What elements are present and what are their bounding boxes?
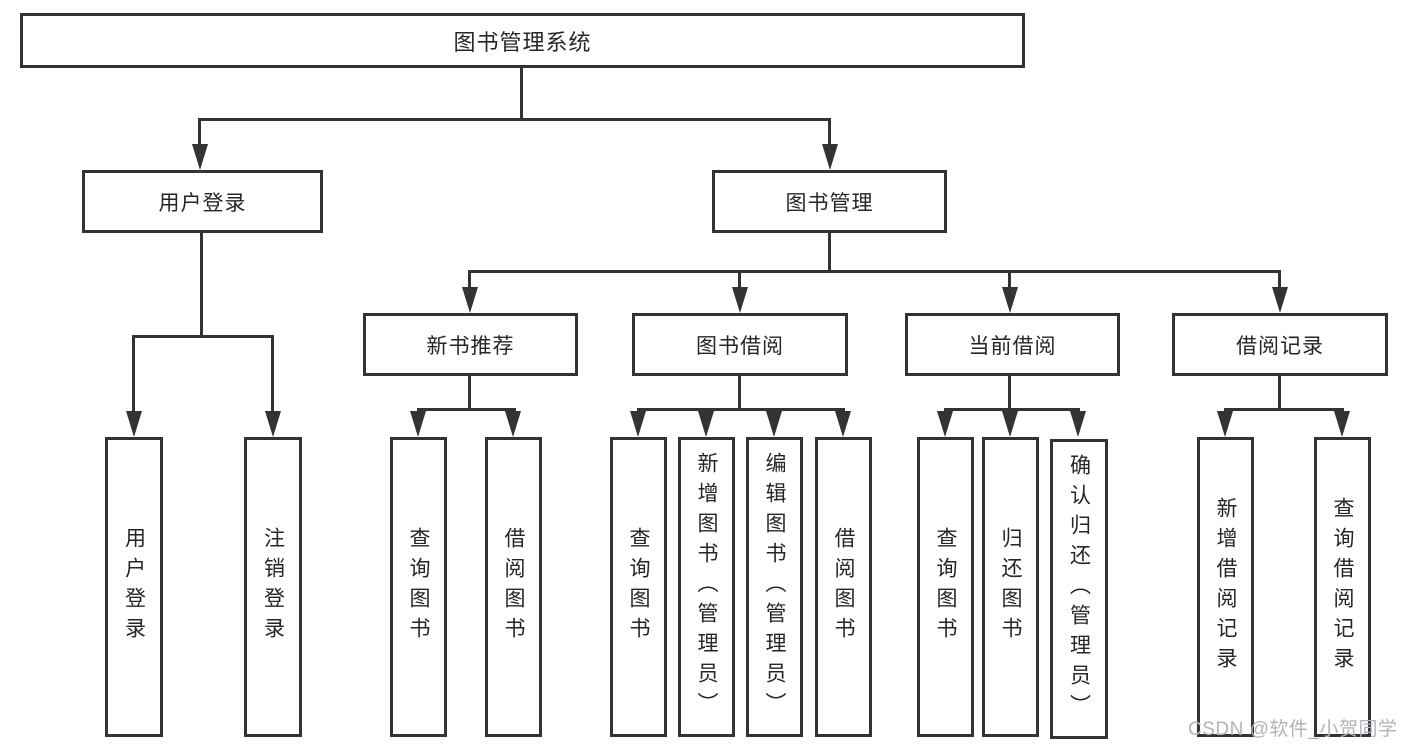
connector-line	[944, 408, 1080, 411]
leaf-cb-confirm-return: 确认归还（管理员）	[1050, 439, 1108, 739]
leaf-nb-query-books: 查询图书	[390, 437, 447, 737]
connector-line	[738, 270, 741, 289]
connector-line	[1278, 376, 1281, 411]
node-current-borrow-label: 当前借阅	[968, 334, 1057, 358]
leaf-nb-borrow-books-label: 借阅图书	[502, 527, 525, 647]
connector-line	[1224, 408, 1344, 411]
connector-line	[132, 335, 135, 413]
leaf-bb-add-books-label: 新增图书（管理员）	[695, 452, 718, 722]
connector-line	[468, 270, 1281, 273]
arrow-down-icon	[1070, 411, 1086, 437]
leaf-br-add-record: 新增借阅记录	[1197, 437, 1254, 737]
node-book-borrow: 图书借阅	[632, 313, 848, 376]
connector-line	[637, 408, 845, 411]
arrow-down-icon	[822, 144, 838, 170]
connector-line	[520, 68, 523, 118]
arrow-down-icon	[630, 411, 646, 437]
leaf-bb-query-books-label: 查询图书	[627, 527, 650, 647]
node-borrow-records: 借阅记录	[1172, 313, 1388, 376]
arrow-down-icon	[192, 144, 208, 170]
leaf-bb-query-books: 查询图书	[610, 437, 667, 737]
connector-line	[828, 233, 831, 270]
arrow-down-icon	[766, 411, 782, 437]
connector-line	[1008, 270, 1011, 289]
node-borrow-records-label: 借阅记录	[1236, 334, 1324, 358]
arrow-down-icon	[1002, 287, 1018, 313]
arrow-down-icon	[126, 411, 142, 437]
node-root: 图书管理系统	[20, 13, 1025, 68]
leaf-user-login: 用户登录	[105, 437, 163, 737]
leaf-logout-label: 注销登录	[261, 527, 285, 647]
connector-line	[200, 233, 203, 335]
arrow-down-icon	[505, 411, 521, 437]
node-book-management: 图书管理	[712, 170, 947, 233]
node-user-login: 用户登录	[82, 170, 323, 233]
leaf-bb-edit-books: 编辑图书（管理员）	[746, 437, 803, 737]
node-new-book-recommend-label: 新书推荐	[426, 334, 515, 358]
node-user-login-label: 用户登录	[158, 191, 247, 215]
arrow-down-icon	[1334, 411, 1350, 437]
connector-line	[468, 376, 471, 411]
arrow-down-icon	[265, 411, 281, 437]
arrow-down-icon	[1217, 411, 1233, 437]
connector-line	[1278, 270, 1281, 289]
connector-line	[132, 335, 274, 338]
leaf-bb-add-books: 新增图书（管理员）	[678, 437, 735, 737]
connector-line	[198, 118, 201, 148]
leaf-nb-borrow-books: 借阅图书	[485, 437, 542, 737]
connector-line	[198, 118, 831, 121]
arrow-down-icon	[410, 411, 426, 437]
leaf-br-query-record-label: 查询借阅记录	[1331, 497, 1354, 677]
arrow-down-icon	[1272, 287, 1288, 313]
leaf-cb-confirm-return-label: 确认归还（管理员）	[1067, 454, 1091, 724]
leaf-cb-query-books-label: 查询图书	[934, 527, 957, 647]
leaf-bb-edit-books-label: 编辑图书（管理员）	[763, 452, 786, 722]
watermark: CSDN @软件_小贺同学	[1188, 719, 1398, 740]
leaf-nb-query-books-label: 查询图书	[407, 527, 430, 647]
arrow-down-icon	[1002, 411, 1018, 437]
leaf-br-query-record: 查询借阅记录	[1314, 437, 1371, 737]
connector-line	[468, 270, 471, 289]
node-root-label: 图书管理系统	[453, 29, 592, 55]
leaf-cb-query-books: 查询图书	[917, 437, 974, 737]
arrow-down-icon	[698, 411, 714, 437]
arrow-down-icon	[937, 411, 953, 437]
arrow-down-icon	[835, 411, 851, 437]
connector-line	[1008, 376, 1011, 411]
connector-line	[828, 118, 831, 148]
leaf-logout: 注销登录	[244, 437, 302, 737]
node-current-borrow: 当前借阅	[905, 313, 1120, 376]
leaf-bb-borrow-books-label: 借阅图书	[832, 527, 855, 647]
leaf-user-login-label: 用户登录	[122, 527, 146, 647]
connector-line	[417, 408, 516, 411]
connector-line	[271, 335, 274, 413]
leaf-br-add-record-label: 新增借阅记录	[1214, 497, 1237, 677]
node-book-borrow-label: 图书借阅	[696, 334, 784, 358]
leaf-bb-borrow-books: 借阅图书	[815, 437, 872, 737]
leaf-cb-return-books: 归还图书	[982, 437, 1039, 737]
node-book-management-label: 图书管理	[785, 191, 874, 215]
arrow-down-icon	[462, 287, 478, 313]
node-new-book-recommend: 新书推荐	[363, 313, 578, 376]
connector-line	[738, 376, 741, 411]
leaf-cb-return-books-label: 归还图书	[999, 527, 1022, 647]
arrow-down-icon	[732, 287, 748, 313]
